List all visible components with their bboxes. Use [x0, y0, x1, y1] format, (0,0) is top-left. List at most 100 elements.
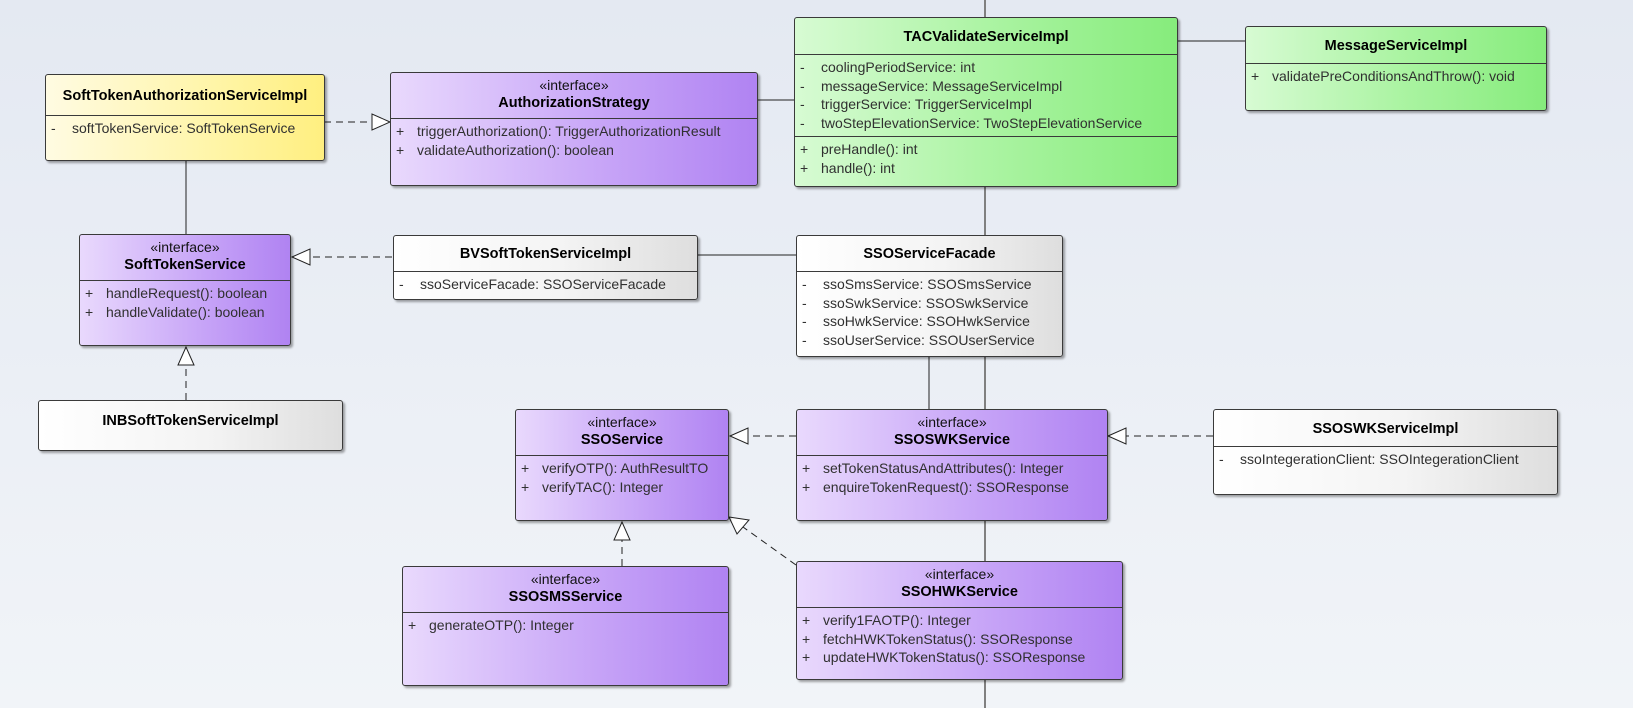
operation-row: + generateOTP(): Integer	[403, 616, 728, 635]
class-tacvalidateserviceimpl[interactable]: TACValidateServiceImpl - coolingPeriodSe…	[794, 17, 1178, 187]
class-name: INBSoftTokenServiceImpl	[102, 413, 279, 429]
visibility-marker: -	[802, 331, 807, 348]
arrowhead-ssoswk-right	[1106, 427, 1127, 445]
class-ssoswkservice[interactable]: «interface» SSOSWKService + setTokenStat…	[796, 409, 1108, 521]
class-header: SoftTokenAuthorizationServiceImpl	[46, 75, 324, 115]
class-name: SSOService	[580, 432, 664, 448]
operation-row: + verify1FAOTP(): Integer	[797, 611, 1122, 630]
operations-compartment: + preHandle(): int + handle(): int	[795, 136, 1177, 181]
visibility-marker: -	[802, 313, 807, 329]
class-inbsofttokenserviceimpl[interactable]: INBSoftTokenServiceImpl	[38, 400, 343, 451]
class-ssohwkservice[interactable]: «interface» SSOHWKService + verify1FAOTP…	[796, 561, 1123, 680]
class-header: SSOSWKServiceImpl	[1214, 410, 1557, 446]
attribute-text: ssoUserService: SSOUserService	[823, 331, 1035, 348]
attributes-compartment: - softTokenService: SoftTokenService	[46, 115, 324, 142]
visibility-marker: +	[1251, 68, 1260, 84]
operations-compartment: + triggerAuthorization(): TriggerAuthori…	[391, 118, 757, 163]
visibility-marker: +	[408, 617, 417, 633]
operations-compartment: + setTokenStatusAndAttributes(): Integer…	[797, 455, 1107, 500]
operation-text: triggerAuthorization(): TriggerAuthoriza…	[417, 123, 721, 139]
attribute-text: ssoSmsService: SSOSmsService	[823, 276, 1032, 292]
class-softtokenservice[interactable]: «interface» SoftTokenService + handleReq…	[79, 234, 291, 346]
visibility-marker: +	[396, 123, 405, 139]
operation-text: handle(): int	[821, 159, 895, 176]
visibility-marker: +	[396, 141, 405, 158]
class-ssoswkserviceimpl[interactable]: SSOSWKServiceImpl - ssoIntegerationClien…	[1213, 409, 1558, 495]
operation-text: enquireTokenRequest(): SSOResponse	[823, 478, 1069, 495]
visibility-marker: -	[51, 120, 56, 136]
visibility-marker: +	[800, 159, 809, 176]
arrowhead-ssoservice-right	[728, 427, 749, 445]
operation-row: + verifyTAC(): Integer	[516, 478, 728, 497]
visibility-marker: +	[802, 460, 811, 476]
realization-ssohwk-to-ssoservice	[742, 526, 797, 566]
stereotype-label: «interface»	[924, 566, 995, 582]
attribute-row: - ssoIntegerationClient: SSOIntegeration…	[1214, 450, 1557, 469]
operation-text: verifyOTP(): AuthResultTO	[542, 460, 709, 476]
attribute-row: - softTokenService: SoftTokenService	[46, 119, 324, 138]
attributes-compartment: - ssoServiceFacade: SSOServiceFacade	[394, 271, 697, 298]
arrowhead-authstrategy	[371, 113, 392, 131]
class-header: INBSoftTokenServiceImpl	[39, 401, 342, 440]
class-header: «interface» SSOSWKService	[797, 410, 1107, 455]
attribute-text: twoStepElevationService: TwoStepElevatio…	[821, 114, 1143, 131]
attribute-row: - coolingPeriodService: int	[795, 58, 1177, 77]
class-header: MessageServiceImpl	[1246, 27, 1546, 63]
class-authorizationstrategy[interactable]: «interface» AuthorizationStrategy + trig…	[390, 72, 758, 186]
class-header: «interface» SSOService	[516, 410, 728, 455]
class-messageserviceimpl[interactable]: MessageServiceImpl + validatePreConditio…	[1245, 26, 1547, 111]
attribute-row: - twoStepElevationService: TwoStepElevat…	[795, 114, 1177, 133]
operations-compartment: + validatePreConditionsAndThrow(): void	[1246, 63, 1546, 90]
attributes-compartment: - coolingPeriodService: int - messageSer…	[795, 54, 1177, 136]
visibility-marker: +	[800, 141, 809, 157]
visibility-marker: -	[802, 294, 807, 311]
stereotype-label: «interface»	[539, 77, 609, 93]
operation-row: + handleRequest(): boolean	[80, 284, 290, 303]
class-name: SoftTokenService	[124, 257, 246, 273]
visibility-marker: +	[521, 460, 530, 476]
class-header: SSOServiceFacade	[797, 236, 1062, 271]
operation-text: verify1FAOTP(): Integer	[823, 612, 971, 628]
attribute-row: - ssoUserService: SSOUserService	[797, 331, 1062, 350]
operation-row: + handle(): int	[795, 159, 1177, 178]
operations-compartment: + handleRequest(): boolean + handleValid…	[80, 280, 290, 325]
class-ssoservice[interactable]: «interface» SSOService + verifyOTP(): Au…	[515, 409, 729, 521]
operation-row: + handleValidate(): boolean	[80, 303, 290, 322]
stereotype-label: «interface»	[917, 414, 987, 430]
attribute-row: - triggerService: TriggerServiceImpl	[795, 95, 1177, 114]
visibility-marker: +	[521, 478, 530, 495]
attribute-text: softTokenService: SoftTokenService	[72, 120, 296, 136]
visibility-marker: -	[802, 276, 807, 292]
operation-row: + fetchHWKTokenStatus(): SSOResponse	[797, 630, 1122, 649]
class-softtokenauthorizationserviceimpl[interactable]: SoftTokenAuthorizationServiceImpl - soft…	[45, 74, 325, 161]
operation-text: preHandle(): int	[821, 141, 918, 157]
class-header: «interface» AuthorizationStrategy	[391, 73, 757, 118]
attribute-row: - ssoSwkService: SSOSwkService	[797, 294, 1062, 313]
visibility-marker: -	[800, 59, 805, 75]
class-bvsofttokenserviceimpl[interactable]: BVSoftTokenServiceImpl - ssoServiceFacad…	[393, 235, 698, 300]
attribute-row: - ssoServiceFacade: SSOServiceFacade	[394, 275, 697, 294]
class-header: TACValidateServiceImpl	[795, 18, 1177, 54]
class-ssoservicefacade[interactable]: SSOServiceFacade - ssoSmsService: SSOSms…	[796, 235, 1063, 357]
operation-row: + triggerAuthorization(): TriggerAuthori…	[391, 122, 757, 141]
arrowhead-ssoservice-bottom	[613, 520, 631, 541]
class-name: SSOServiceFacade	[863, 246, 996, 262]
class-header: BVSoftTokenServiceImpl	[394, 236, 697, 271]
attribute-text: ssoServiceFacade: SSOServiceFacade	[420, 276, 666, 292]
attribute-row: - messageService: MessageServiceImpl	[795, 77, 1177, 96]
stereotype-label: «interface»	[150, 239, 220, 255]
visibility-marker: +	[85, 303, 94, 320]
operation-text: setTokenStatusAndAttributes(): Integer	[823, 460, 1064, 476]
class-header: «interface» SoftTokenService	[80, 235, 290, 280]
attribute-text: ssoIntegerationClient: SSOIntegerationCl…	[1240, 451, 1519, 467]
attribute-text: ssoHwkService: SSOHwkService	[823, 313, 1030, 329]
operation-text: updateHWKTokenStatus(): SSOResponse	[823, 649, 1086, 665]
operation-row: + verifyOTP(): AuthResultTO	[516, 459, 728, 478]
class-name: SSOSWKServiceImpl	[1312, 421, 1459, 437]
class-ssosmsservice[interactable]: «interface» SSOSMSService + generateOTP(…	[402, 566, 729, 686]
visibility-marker: -	[800, 114, 805, 131]
stereotype-label: «interface»	[530, 571, 601, 587]
operation-row: + preHandle(): int	[795, 140, 1177, 159]
class-name: MessageServiceImpl	[1324, 38, 1468, 54]
visibility-marker: -	[800, 96, 805, 112]
